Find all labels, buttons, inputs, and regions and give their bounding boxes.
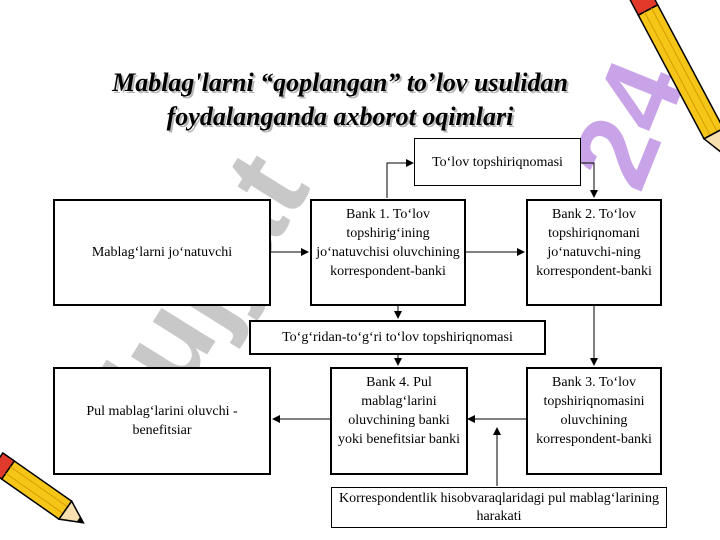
box-payment-order: To‘lov topshiriqnomasi [414,138,581,186]
title-line-2-main: foydalanganda axborot [166,102,423,131]
arrow-bank1-to-payment-order [386,159,414,198]
arrow-payment-order-to-bank2 [581,162,598,198]
page-title: Mablag'larni “qoplangan” to’lov usulidan… [60,66,620,134]
box-correspondent: Korrespondentlik hisobvaraqlaridagi pul … [331,487,667,528]
title-line-2: foydalanganda axborot oqimlari [60,100,620,134]
box-beneficiary: Pul mablag‘larini oluvchi - benefitsiar [53,367,271,475]
box-bank3: Bank 3. To‘lov topshiriqnomasini oluvchi… [526,367,662,475]
box-payer: Mablag‘larni jo‘natuvchi [53,199,271,306]
box-bank4: Bank 4. Pul mablag‘larini oluvchining ba… [330,367,468,475]
title-line-2-end: oqimlari [422,102,514,131]
box-bank1: Bank 1. To‘lov topshirig‘ining jo‘natuvc… [310,199,466,306]
box-direct-order: To‘g‘ridan-to‘g‘ri to‘lov topshiriqnomas… [249,320,546,355]
title-line-1: Mablag'larni “qoplangan” to’lov usulidan [112,68,568,97]
box-bank2: Bank 2. To‘lov topshiriqnomani jo‘natuvc… [526,199,662,306]
